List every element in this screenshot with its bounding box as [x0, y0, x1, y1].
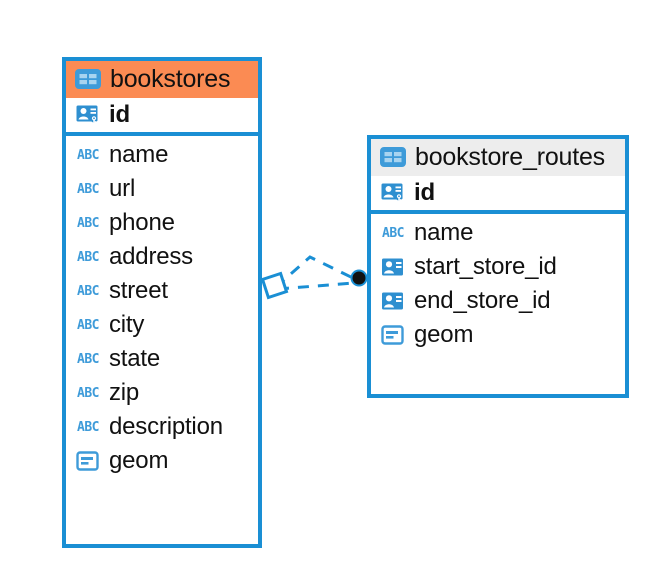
text-abc-icon: ABC [77, 317, 99, 333]
field-label: description [109, 413, 223, 441]
field-row-id[interactable]: id [371, 176, 625, 210]
field-row-geom[interactable]: geom [371, 318, 625, 352]
field-row-address[interactable]: ABC address [66, 240, 258, 274]
text-abc-icon: ABC [382, 225, 404, 241]
field-label: geom [414, 321, 474, 349]
field-label: zip [109, 379, 140, 407]
geometry-icon [380, 324, 406, 347]
table-icon [75, 68, 101, 90]
entity-header-bookstores[interactable]: bookstores [66, 61, 258, 99]
field-row-phone[interactable]: ABC phone [66, 206, 258, 240]
fields-section: ABC name ABC url ABC phone ABC address A… [66, 136, 258, 483]
foreign-key-icon [380, 290, 406, 313]
text-abc-icon: ABC [77, 283, 99, 299]
text-abc-icon: ABC [77, 249, 99, 265]
relationship-line-lower [277, 281, 355, 291]
field-row-geom[interactable]: geom [66, 444, 258, 478]
entity-title: bookstore_routes [415, 143, 605, 171]
text-abc-icon: ABC [77, 351, 99, 367]
field-label: state [109, 345, 161, 373]
text-abc-icon: ABC [77, 385, 99, 401]
field-row-id[interactable]: id [66, 98, 258, 132]
text-abc-icon: ABC [77, 419, 99, 435]
field-label: name [109, 141, 169, 169]
text-abc-icon: ABC [77, 181, 99, 197]
field-label: end_store_id [414, 287, 551, 315]
text-abc-icon: ABC [77, 147, 99, 163]
field-row-start-store-id[interactable]: start_store_id [371, 250, 625, 284]
table-icon [380, 146, 406, 168]
primary-key-icon [75, 103, 101, 127]
field-row-end-store-id[interactable]: end_store_id [371, 284, 625, 318]
fields-section: ABC name start_store_id [371, 214, 625, 357]
primary-key-section: id [371, 176, 625, 215]
field-label: url [109, 175, 136, 203]
field-row-zip[interactable]: ABC zip [66, 376, 258, 410]
field-label: geom [109, 447, 169, 475]
entity-header-bookstore-routes[interactable]: bookstore_routes [371, 139, 625, 177]
field-row-state[interactable]: ABC state [66, 342, 258, 376]
field-label: street [109, 277, 168, 305]
entity-title: bookstores [110, 65, 231, 93]
entity-bookstore-routes[interactable]: bookstore_routes [367, 135, 629, 398]
field-row-city[interactable]: ABC city [66, 308, 258, 342]
field-row-name[interactable]: ABC name [371, 216, 625, 250]
field-label: start_store_id [414, 253, 557, 281]
field-label: city [109, 311, 145, 339]
primary-key-icon [380, 181, 406, 205]
field-label: id [109, 101, 130, 129]
primary-key-section: id [66, 98, 258, 137]
diamond-marker [260, 271, 289, 300]
field-row-name[interactable]: ABC name [66, 138, 258, 172]
field-label: id [414, 179, 435, 207]
field-label: phone [109, 209, 175, 237]
field-label: address [109, 243, 193, 271]
field-row-url[interactable]: ABC url [66, 172, 258, 206]
text-abc-icon: ABC [77, 215, 99, 231]
field-row-description[interactable]: ABC description [66, 410, 258, 444]
relationship-line-upper [275, 255, 356, 289]
filled-circle-marker [350, 269, 368, 287]
field-label: name [414, 219, 474, 247]
entity-bookstores[interactable]: bookstores [62, 57, 262, 548]
geometry-icon [75, 450, 101, 473]
field-row-street[interactable]: ABC street [66, 274, 258, 308]
foreign-key-icon [380, 256, 406, 279]
